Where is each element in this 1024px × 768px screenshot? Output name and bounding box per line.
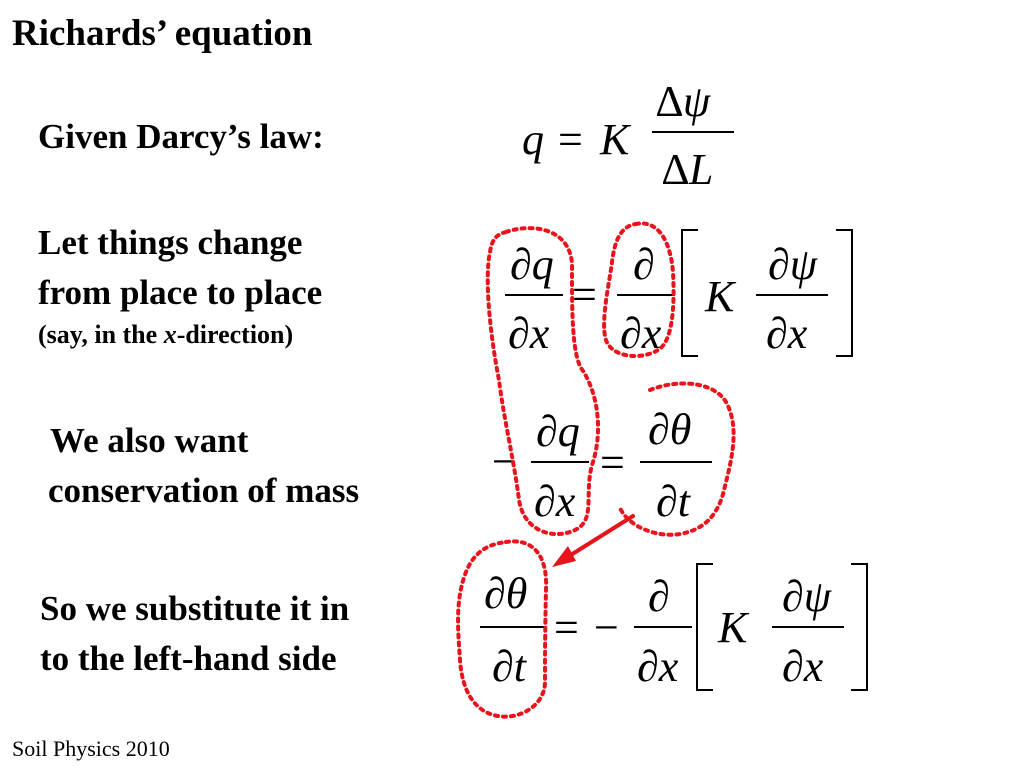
change-label-line2: from place to place	[38, 273, 323, 312]
change-label-line1: Let things change	[38, 223, 303, 262]
eq4-operator-bar	[634, 626, 692, 628]
eq2-lhs-denominator: ∂x	[508, 309, 550, 358]
eq2-inner-denominator: ∂x	[766, 309, 808, 358]
darcy-denominator: ∆L	[662, 145, 714, 194]
substitution-arrow	[552, 514, 635, 567]
darcy-q: q	[522, 115, 544, 164]
eq4-inner-denominator: ∂x	[782, 642, 824, 691]
eq4-lhs-bar	[480, 626, 544, 628]
eq2-operator-bar	[617, 294, 675, 296]
mass-label-line2: conservation of mass	[48, 471, 360, 510]
mass-label-line1: We also want	[50, 421, 249, 460]
highlight-group	[456, 221, 736, 719]
eq4-lhs-denominator: ∂t	[492, 642, 526, 691]
eq4-operator-denominator: ∂x	[637, 642, 679, 691]
substitute-label-line1: So we substitute it in	[40, 589, 350, 628]
bracket-group	[681, 229, 868, 691]
eq2-lhs-numerator: ∂q	[510, 240, 554, 289]
eq4-inner-bar	[772, 626, 844, 628]
eq4-operator-numerator: ∂	[648, 572, 670, 621]
highlight-d-dx-to-dtheta-dt	[602, 221, 736, 537]
eq4-left-bracket	[696, 563, 713, 691]
highlight-dq-dx	[485, 226, 601, 536]
highlight-dtheta-dt-lower	[456, 539, 549, 719]
eq4-right-bracket	[851, 563, 868, 691]
eq2-left-bracket	[681, 229, 698, 357]
eq4-minus: −	[594, 603, 619, 652]
eq2-lhs-bar	[505, 294, 563, 296]
eq4-inner-numerator: ∂ψ	[782, 572, 832, 621]
eq3-lhs-denominator: ∂x	[534, 477, 576, 526]
change-sublabel: (say, in the x-direction)	[38, 320, 294, 349]
darcy-numerator: ∆ψ	[656, 77, 711, 126]
eq2-operator-denominator: ∂x	[620, 309, 662, 358]
eq2-inner-bar	[756, 294, 828, 296]
eq2-inner-numerator: ∂ψ	[768, 240, 818, 289]
eq4-equals: =	[554, 603, 579, 652]
eq2-operator-numerator: ∂	[633, 240, 655, 289]
eq3-equals: =	[600, 438, 625, 487]
eq3-rhs-bar	[640, 461, 712, 463]
eq4-K: K	[718, 603, 748, 652]
eq4-lhs-numerator: ∂θ	[484, 569, 528, 618]
darcy-equals: =	[558, 115, 583, 164]
eq3-lhs-bar	[531, 461, 589, 463]
substitute-label-line2: to the left-hand side	[40, 639, 337, 678]
eq3-lhs-numerator: ∂q	[536, 407, 580, 456]
slide-title: Richards’ equation	[12, 13, 313, 54]
eq3-rhs-numerator: ∂θ	[648, 405, 692, 454]
darcy-K: K	[600, 115, 630, 164]
eq2-equals: =	[572, 270, 597, 319]
darcy-fraction-bar	[652, 131, 734, 133]
eq2-K: K	[705, 272, 735, 321]
slide-footer: Soil Physics 2010	[12, 736, 170, 761]
eq2-right-bracket	[836, 229, 853, 357]
darcy-label: Given Darcy’s law:	[38, 117, 324, 156]
eq3-rhs-denominator: ∂t	[656, 477, 690, 526]
